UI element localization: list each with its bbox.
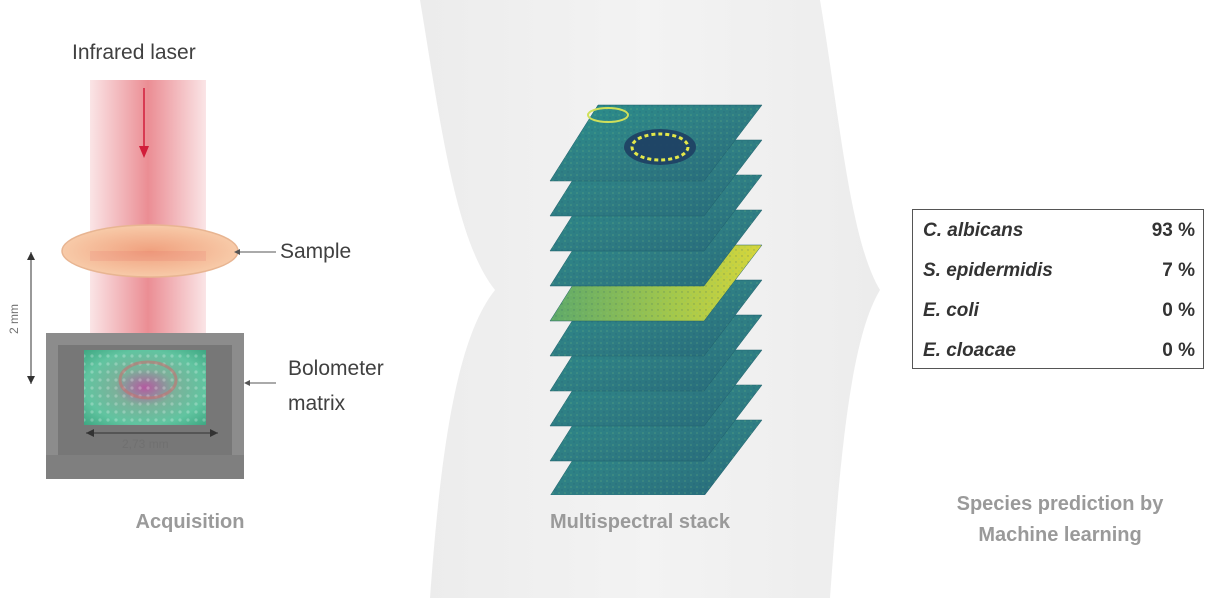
sample-label: Sample xyxy=(280,240,352,263)
result-row: S. epidermidis 7 % xyxy=(923,260,1195,286)
height-dimension-label: 2 mm xyxy=(7,304,21,334)
bolometer-label-line2: matrix xyxy=(288,392,346,415)
result-row: E. cloacae 0 % xyxy=(923,340,1195,366)
laser-label: Infrared laser xyxy=(72,41,196,64)
width-dimension-label: 2,73 mm xyxy=(122,437,169,451)
prediction-caption-line2: Machine learning xyxy=(978,524,1142,546)
species-name: E. coli xyxy=(923,300,979,321)
result-row: E. coli 0 % xyxy=(923,300,1195,326)
result-row: C. albicans 93 % xyxy=(923,220,1195,246)
species-name: E. cloacae xyxy=(923,340,1016,361)
species-percent: 7 % xyxy=(1162,260,1195,281)
prediction-results-table: C. albicans 93 % S. epidermidis 7 % E. c… xyxy=(912,209,1204,369)
bolometer-label-line1: Bolometer xyxy=(288,357,384,380)
species-percent: 0 % xyxy=(1162,340,1195,361)
stack-caption: Multispectral stack xyxy=(549,511,731,533)
prediction-caption-line1: Species prediction by xyxy=(956,493,1164,515)
species-name: C. albicans xyxy=(923,220,1024,241)
multispectral-stack xyxy=(549,104,763,495)
species-percent: 93 % xyxy=(1151,220,1195,241)
species-name: S. epidermidis xyxy=(923,260,1053,281)
spectral-layer xyxy=(549,104,763,182)
species-percent: 0 % xyxy=(1162,300,1195,321)
acquisition-illustration xyxy=(27,80,276,479)
acquisition-caption: Acquisition xyxy=(135,511,245,533)
